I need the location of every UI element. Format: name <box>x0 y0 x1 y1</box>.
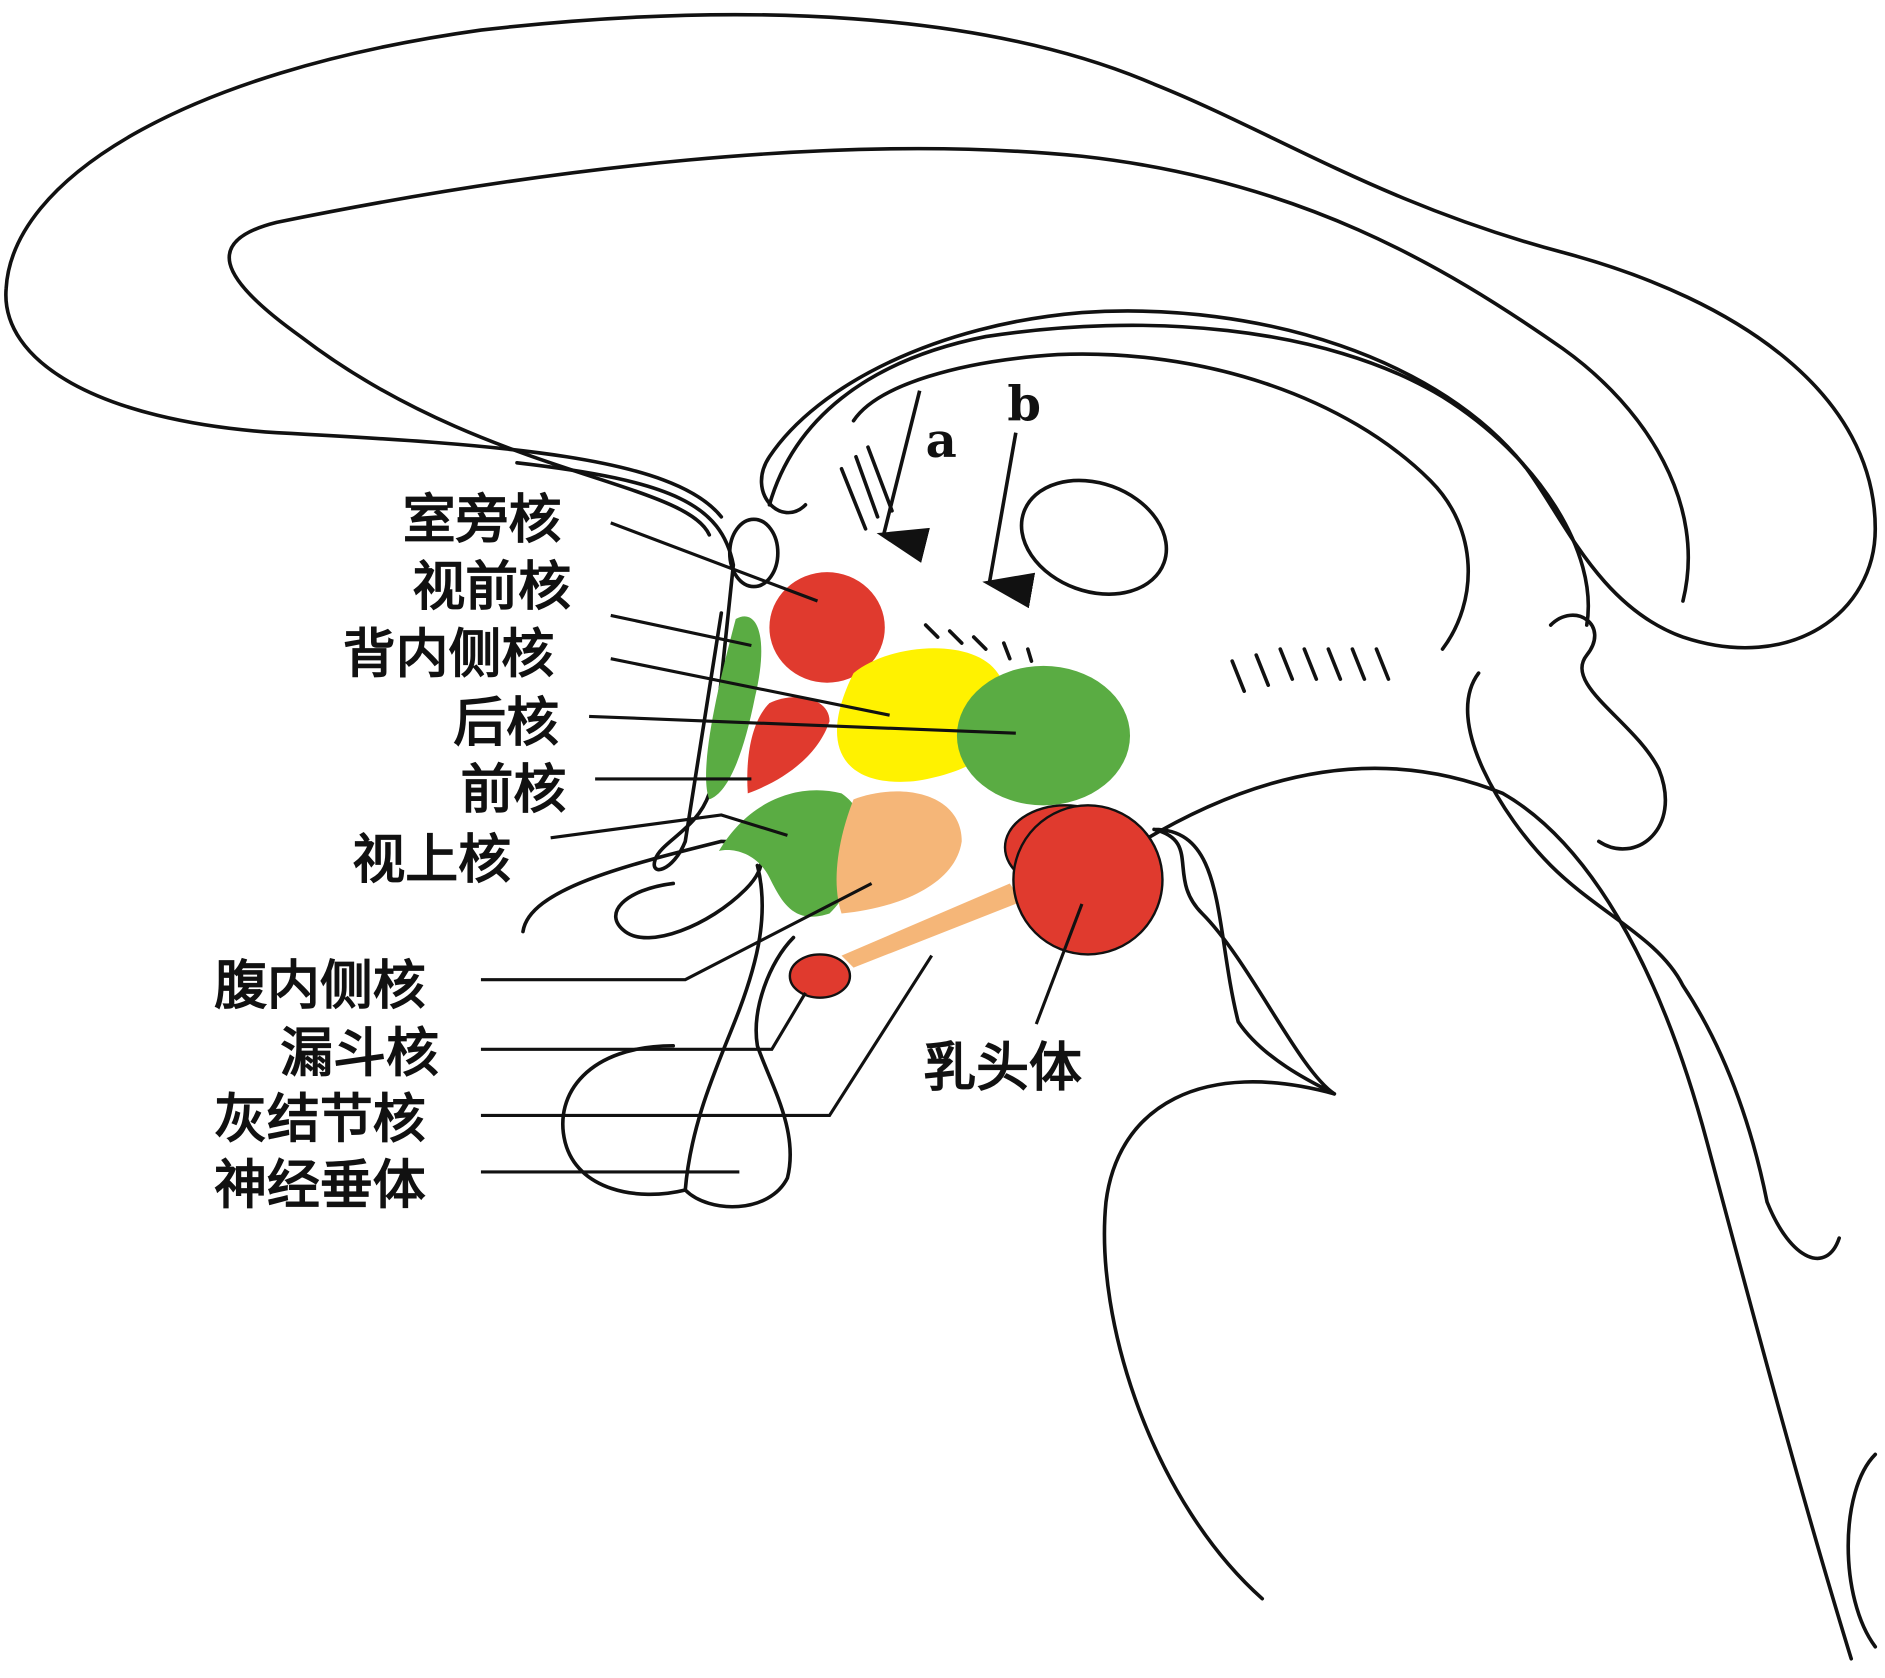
posterior-nucleus <box>956 665 1131 806</box>
pituitary-outline <box>561 935 796 1209</box>
ventromedial-nucleus <box>836 791 962 914</box>
label-posterior: 后核 <box>453 691 559 753</box>
inner-callosum-outline <box>227 146 1691 603</box>
interthalamic-adhesion <box>1019 478 1169 596</box>
label-supraoptic: 视上核 <box>352 828 511 890</box>
leader-lines <box>480 521 1084 1174</box>
cerebellum-lower <box>1846 1452 1878 1649</box>
hatch-marks <box>839 445 1391 693</box>
supraoptic-nucleus <box>718 790 864 917</box>
brainstem-outline <box>1140 766 1854 1661</box>
mammillary-body <box>1012 804 1164 956</box>
paraventricular-nucleus <box>769 572 885 683</box>
fornix-outline <box>767 323 1590 627</box>
pituitary-stalk <box>683 863 764 1192</box>
infundibular-nucleus <box>788 953 852 999</box>
label-tuberal: 灰结节核 <box>214 1088 426 1150</box>
label-neurohypophysis: 神经垂体 <box>214 1154 426 1216</box>
anterior-nucleus <box>747 697 830 794</box>
label-infundibular: 漏斗核 <box>280 1022 439 1084</box>
lamina-terminalis <box>515 460 736 872</box>
label-paraventricular: 室旁核 <box>403 488 562 550</box>
label-dorsomedial: 背内侧核 <box>343 623 555 685</box>
optic-chiasm <box>521 839 763 940</box>
cerebellum-outline <box>1548 613 1667 851</box>
pons-outline <box>1465 671 1841 1260</box>
label-ventromedial: 腹内侧核 <box>214 955 426 1017</box>
label-anterior: 前核 <box>460 759 566 821</box>
tuberal-nucleus <box>841 883 1022 968</box>
preoptic-nucleus <box>706 616 762 800</box>
arrow-b-label: b <box>1007 377 1041 433</box>
label-mammillary: 乳头体 <box>923 1036 1082 1098</box>
mesencephalon-outline <box>1152 827 1337 1096</box>
corpus-callosum-outline <box>4 12 1878 650</box>
label-preoptic: 视前核 <box>412 556 571 618</box>
brainstem-inner <box>1102 1080 1337 1601</box>
arrow-a-label: a <box>926 413 957 469</box>
thalamus-outline <box>851 352 1471 651</box>
arrow-b <box>982 432 1036 609</box>
arrow-a <box>876 390 930 563</box>
